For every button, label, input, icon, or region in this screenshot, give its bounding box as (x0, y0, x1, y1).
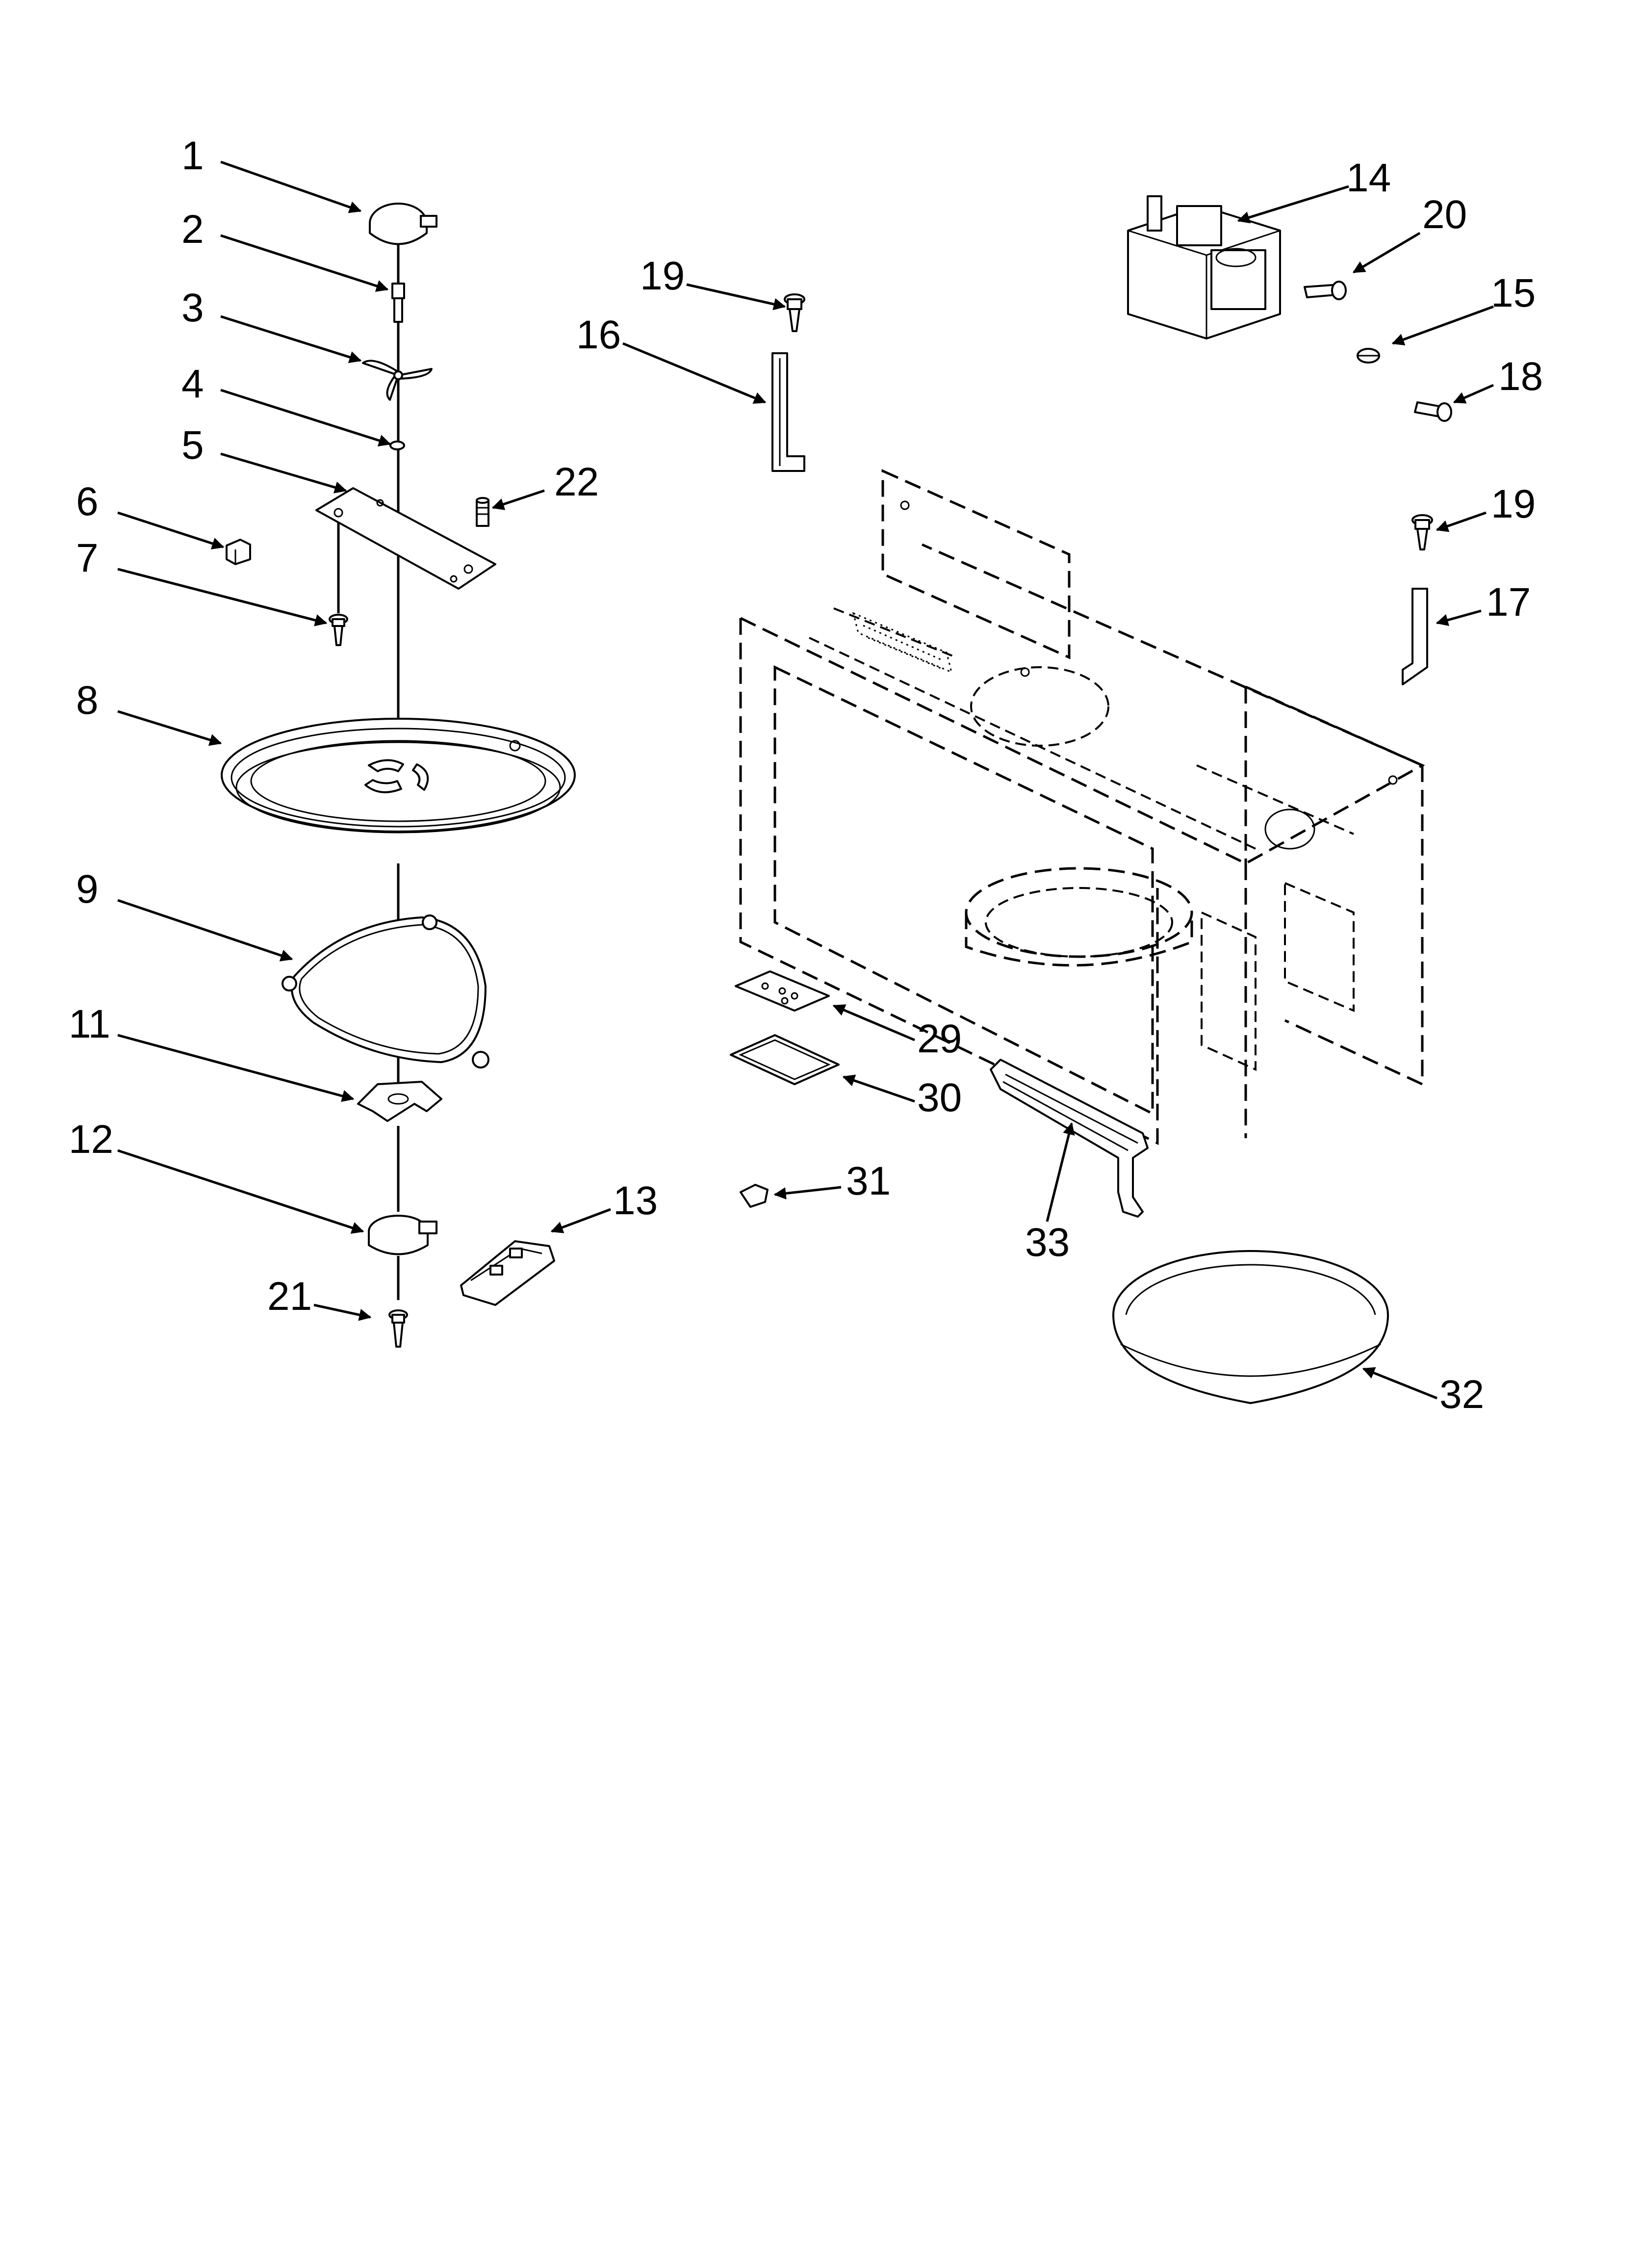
bracket-part-16 (771, 352, 805, 472)
screw-part-20 (1304, 281, 1347, 300)
callout-9: 9 (76, 867, 99, 912)
callout-12: 12 (69, 1117, 113, 1162)
tray-part (1112, 1250, 1389, 1404)
left-assembly (221, 203, 576, 1348)
callout-22: 22 (554, 460, 599, 504)
small-clip-part (740, 1184, 769, 1208)
thermostat-part (1357, 348, 1380, 364)
callout-3: 3 (181, 286, 204, 330)
callout-18: 18 (1498, 354, 1543, 399)
callout-20: 20 (1422, 192, 1467, 237)
glass-tray-part (221, 718, 576, 834)
callout-2: 2 (181, 207, 204, 252)
label-sheet-part (735, 970, 830, 1012)
callout-8: 8 (76, 678, 99, 723)
callout-19-top: 19 (640, 254, 685, 298)
filter-part (730, 1034, 840, 1085)
roller-ring-part (282, 914, 489, 1069)
callout-19-right: 19 (1491, 482, 1536, 526)
turntable-motor-part (368, 1215, 437, 1255)
callout-labels: 1 2 3 4 5 6 7 8 9 11 12 13 14 15 16 17 1… (69, 133, 1543, 1417)
bracket-part-13 (460, 1240, 555, 1306)
callout-17: 17 (1486, 580, 1531, 625)
plate-part (315, 487, 496, 590)
callout-14: 14 (1346, 156, 1391, 200)
fan-blade-part (362, 360, 433, 401)
coupler-part (391, 283, 405, 323)
right-assembly (730, 195, 1452, 1404)
callout-leaders (117, 160, 1494, 1400)
callout-1: 1 (181, 133, 204, 178)
callout-29: 29 (917, 1017, 962, 1061)
callout-15: 15 (1491, 271, 1536, 315)
callout-11: 11 (69, 1002, 110, 1046)
transformer-part (1127, 195, 1281, 339)
vent-duct-part (990, 1059, 1149, 1218)
callout-7: 7 (76, 536, 99, 580)
screw-part-7 (329, 614, 348, 646)
stud-part (476, 497, 489, 527)
callout-30: 30 (917, 1075, 962, 1120)
callout-32: 32 (1439, 1372, 1484, 1417)
clip-part (226, 539, 251, 565)
screw-part-21 (388, 1309, 408, 1348)
cabinet-outline (739, 469, 1425, 1145)
screw-part-19-top (784, 293, 805, 332)
screw-part-18 (1414, 401, 1452, 422)
callout-5: 5 (181, 423, 204, 468)
bracket-part-17 (1402, 588, 1428, 685)
callout-6: 6 (76, 479, 99, 524)
callout-21: 21 (267, 1274, 312, 1319)
callout-16: 16 (576, 313, 621, 357)
washer-part (389, 441, 405, 450)
callout-4: 4 (181, 362, 204, 406)
screw-part-19-right (1411, 514, 1433, 550)
callout-13: 13 (613, 1178, 658, 1223)
callout-31: 31 (846, 1159, 891, 1203)
motor-part (369, 203, 437, 245)
vent-grille (852, 612, 953, 674)
callout-33: 33 (1025, 1220, 1070, 1265)
hub-part (357, 1081, 442, 1122)
